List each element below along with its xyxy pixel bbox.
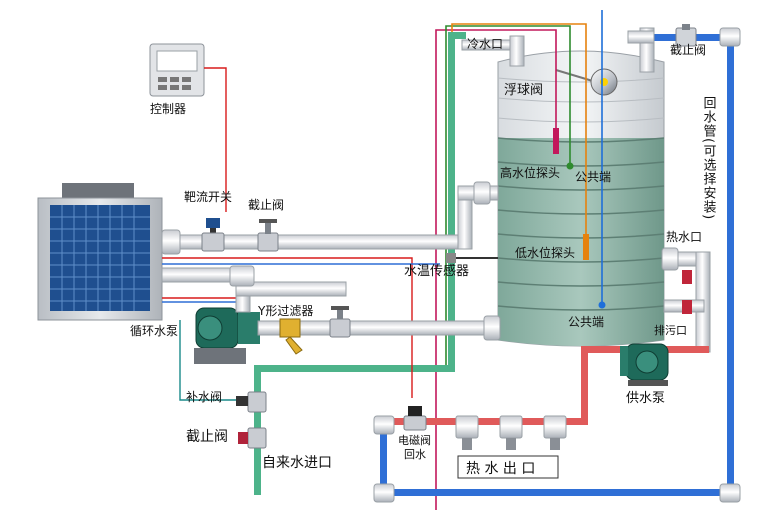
label-flow-switch: 靶流开关 [184,190,232,204]
circulation-pump-icon [194,307,260,364]
heat-pump-unit [37,183,163,321]
label-controller: 控制器 [150,102,186,116]
label-common-end-1: 公共端 [575,170,611,184]
hot-outlet-box [457,455,559,479]
label-low-probe: 低水位探头 [515,245,575,260]
stop-valve-lower-icon [329,306,351,338]
label-stop-valve-top: 截止阀 [248,198,284,212]
pump-riser [161,265,347,313]
label-high-probe: 高水位探头 [500,165,560,180]
y-filter-icon [279,318,303,355]
tap-stop-valve-icon [238,427,267,449]
flow-switch-icon [201,218,225,252]
label-supply-pump: 供水泵 [626,391,665,406]
makeup-valve-icon [236,391,267,413]
label-hot-out: 热 水 出 口 [466,461,535,477]
solenoid-valve-icon [403,406,427,431]
label-solenoid: 电磁阀 [398,433,431,447]
label-y-filter: Y形过滤器 [257,304,313,318]
label-return-pipe: 回水管(可选择安装) [701,96,717,220]
label-drain: 排污口 [654,323,687,337]
float-ball-icon [555,68,618,96]
label-hot-outlet: 热水口 [666,230,702,244]
controller-icon [149,43,205,97]
label-stop-valve-right: 截止阀 [670,43,706,57]
label-cold-inlet: 冷水口 [467,37,503,51]
stop-valve-top-icon [257,219,279,252]
return-pipe [373,24,741,503]
label-makeup-valve: 补水阀 [186,390,222,404]
label-return-small: 回水 [404,448,426,461]
cold-inlet-pipe [461,35,525,67]
label-circ-pump: 循环水泵 [130,324,178,338]
label-temp-sensor: 水温传感器 [404,263,469,279]
outlet-taps [373,415,567,450]
label-float-valve: 浮球阀 [504,83,543,98]
temp-sensor-icon [446,253,498,263]
label-tap-inlet: 自来水进口 [262,455,332,471]
label-common-end-2: 公共端 [568,315,604,329]
water-tank [497,50,665,347]
supply-pump-icon [620,343,669,386]
label-stop-valve-left: 截止阀 [186,429,228,445]
control-wiring [162,67,440,401]
lower-pipe [257,315,501,341]
upper-pipe [161,181,499,255]
